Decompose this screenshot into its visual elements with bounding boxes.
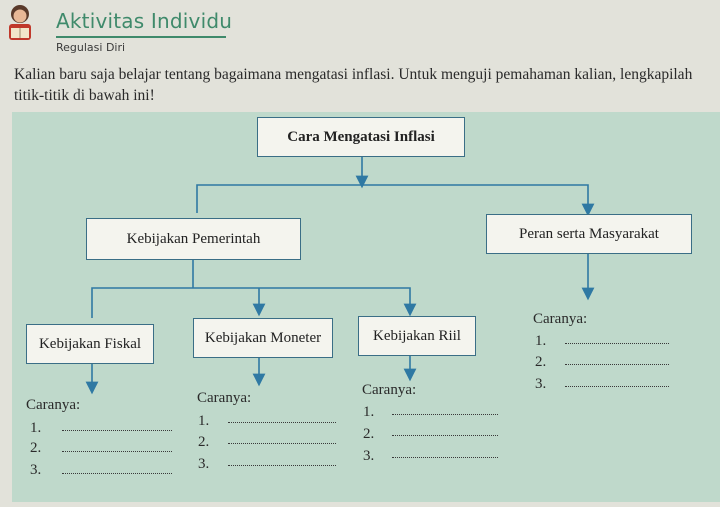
student-reading-icon	[9, 5, 31, 40]
fiskal-answer-2[interactable]	[62, 451, 172, 452]
title-underline	[56, 36, 226, 38]
fiskal-caranya-label: Caranya:	[26, 397, 81, 413]
masyarakat-num-3: 3.	[535, 376, 547, 392]
activity-title: Aktivitas Individu	[56, 9, 233, 33]
node-kebijakan-riil: Kebijakan Riil	[358, 316, 476, 356]
riil-answer-1[interactable]	[392, 414, 498, 415]
riil-num-1: 1.	[363, 404, 375, 420]
masyarakat-answer-2[interactable]	[565, 364, 669, 365]
moneter-answer-1[interactable]	[228, 422, 336, 423]
moneter-caranya-label: Caranya:	[197, 390, 252, 406]
node-kebijakan-fiskal: Kebijakan Fiskal	[26, 324, 154, 364]
riil-num-3: 3.	[363, 448, 375, 464]
riil-num-2: 2.	[363, 426, 375, 442]
moneter-num-3: 3.	[198, 456, 210, 472]
node-kebijakan-pemerintah: Kebijakan Pemerintah	[86, 218, 301, 260]
activity-subtitle: Regulasi Diri	[56, 41, 126, 54]
masyarakat-answer-3[interactable]	[565, 386, 669, 387]
riil-caranya-label: Caranya:	[362, 382, 417, 398]
fiskal-num-2: 2.	[30, 440, 42, 456]
root-node: Cara Mengatasi Inflasi	[257, 117, 465, 157]
node-kebijakan-moneter: Kebijakan Moneter	[193, 318, 333, 358]
masyarakat-num-1: 1.	[535, 333, 547, 349]
masyarakat-answer-1[interactable]	[565, 343, 669, 344]
node-peran-serta-masyarakat: Peran serta Masyarakat	[486, 214, 692, 254]
fiskal-answer-3[interactable]	[62, 473, 172, 474]
masyarakat-caranya-label: Caranya:	[533, 311, 588, 327]
riil-answer-2[interactable]	[392, 435, 498, 436]
fiskal-answer-1[interactable]	[62, 430, 172, 431]
moneter-answer-2[interactable]	[228, 443, 336, 444]
instruction-text: Kalian baru saja belajar tentang bagaima…	[14, 66, 693, 104]
riil-answer-3[interactable]	[392, 457, 498, 458]
moneter-answer-3[interactable]	[228, 465, 336, 466]
fiskal-num-3: 3.	[30, 462, 42, 478]
fiskal-num-1: 1.	[30, 420, 42, 436]
moneter-num-1: 1.	[198, 413, 210, 429]
masyarakat-num-2: 2.	[535, 354, 547, 370]
moneter-num-2: 2.	[198, 434, 210, 450]
